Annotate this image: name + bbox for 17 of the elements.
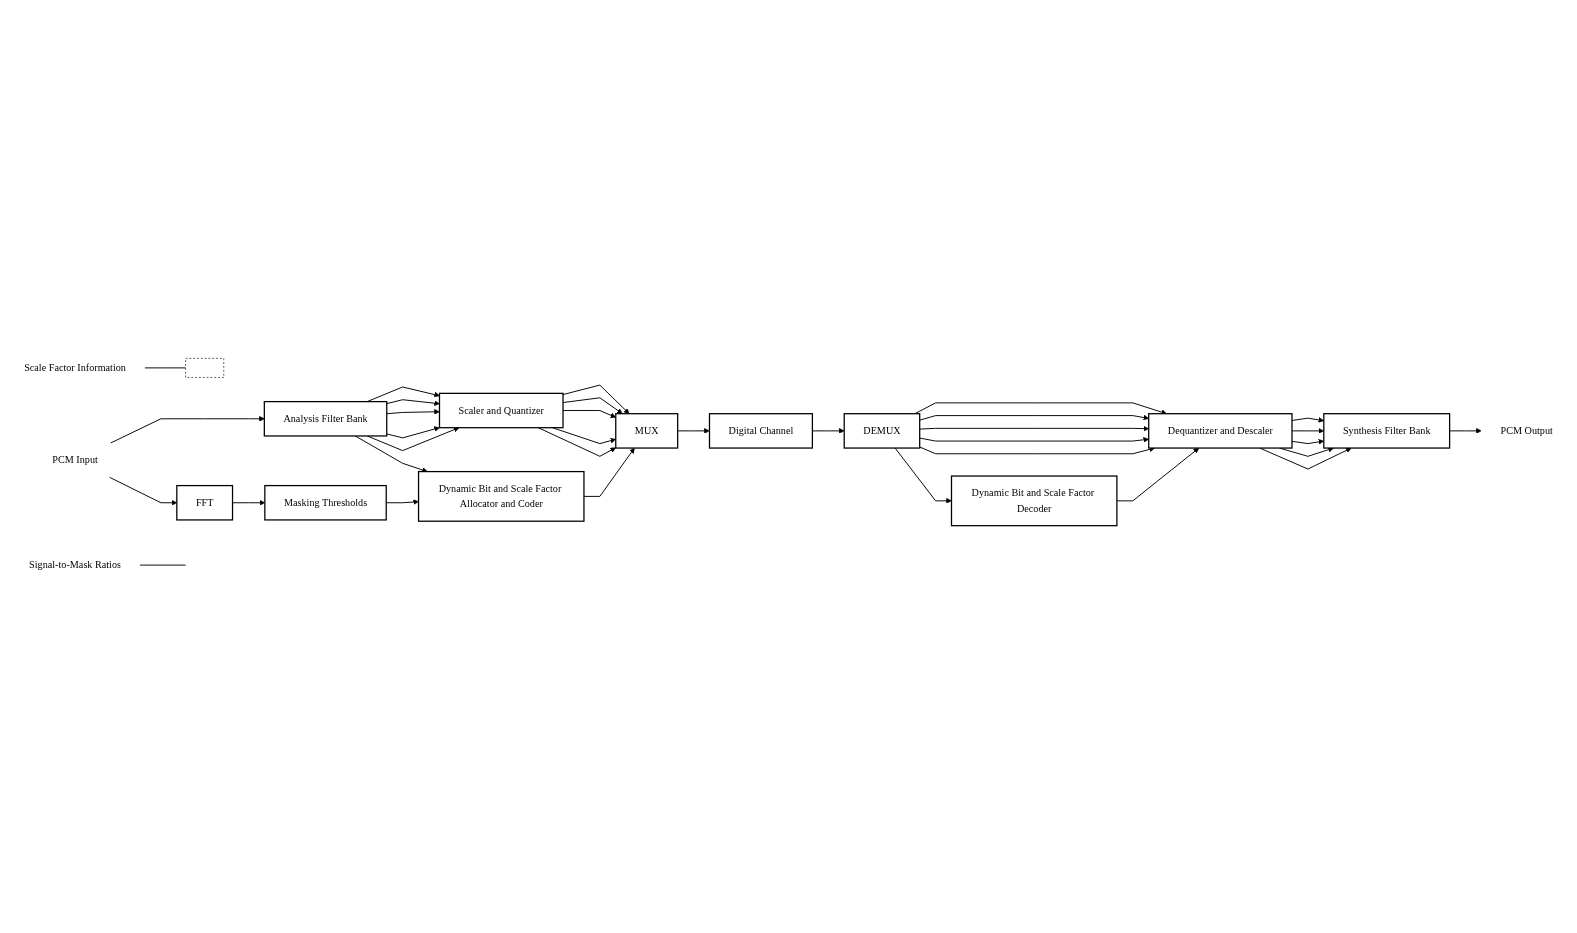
node-box: Synthesis Filter Bank: [1323, 413, 1451, 449]
node-box: Scaler and Quantizer: [438, 392, 564, 429]
node-box: FFT: [176, 484, 234, 521]
node-box: Analysis Filter Bank: [263, 400, 388, 437]
connector: [144, 367, 187, 369]
node-text: Signal-to-Mask Ratios: [29, 559, 121, 571]
node-box: MUX: [615, 413, 679, 449]
node-box: Digital Channel: [708, 413, 814, 449]
node-box: Dynamic Bit and Scale Factor Allocator and Coder: [417, 470, 585, 522]
node-text: PCM Output: [1500, 425, 1553, 436]
node-box: Dynamic Bit and Scale Factor Decoder: [950, 475, 1118, 527]
node-text: PCM Input: [52, 454, 98, 466]
node-box: Masking Thresholds: [264, 484, 387, 521]
node-box: DEMUX: [843, 413, 921, 449]
node-box: [185, 358, 225, 378]
node-box: Dequantizer and Descaler: [1148, 413, 1293, 449]
node-text: Scale Factor Information: [24, 362, 126, 373]
